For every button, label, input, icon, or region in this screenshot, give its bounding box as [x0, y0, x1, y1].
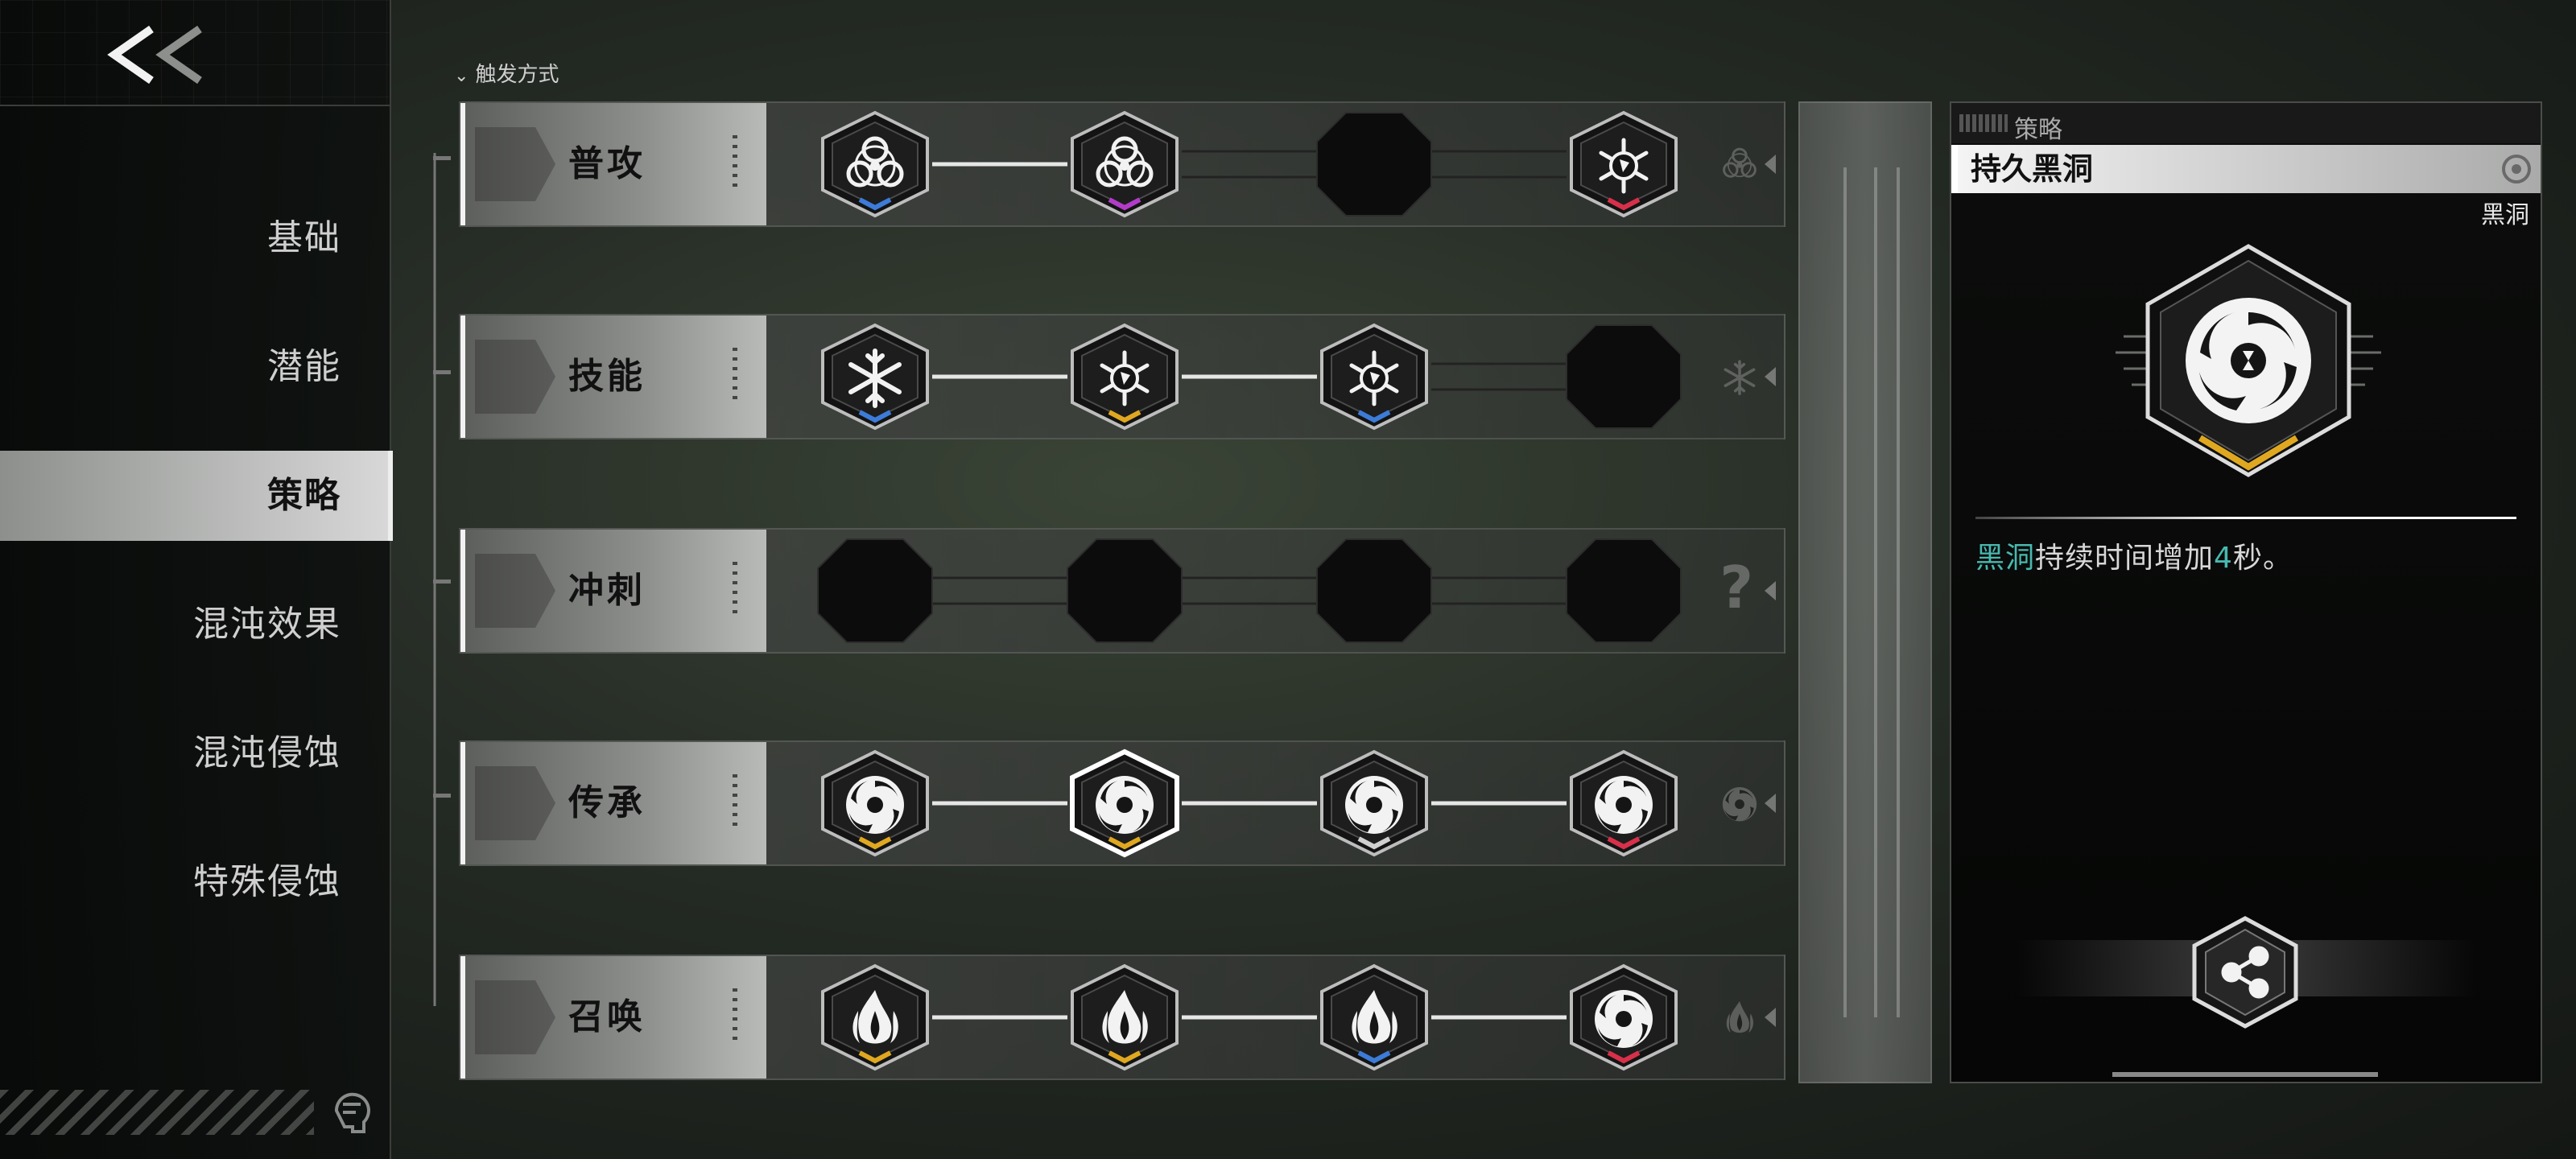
strategy-slot-vortex-icon[interactable] [815, 749, 935, 858]
row-label-tab[interactable]: 普攻 [460, 103, 766, 225]
share-button[interactable] [2185, 912, 2306, 1033]
strategy-slot-vortex-icon[interactable] [1064, 749, 1185, 858]
panel-header: 策略 [1951, 103, 2541, 144]
biohazard-icon [1703, 132, 1776, 196]
slot-track [815, 742, 1700, 864]
slot-connector-lines [932, 150, 1567, 179]
sidebar-nav: 基础 潜能 策略 混沌效果 混沌侵蚀 特殊侵蚀 [0, 193, 393, 966]
pixel-decoration [1959, 114, 2008, 132]
strategy-slot-vortex-icon[interactable] [1563, 963, 1684, 1072]
chat-head-icon[interactable] [330, 1087, 375, 1135]
empty-strategy-slot [1563, 322, 1684, 431]
row-label: 召唤 [568, 996, 646, 1037]
strategy-slot-vortex-icon[interactable] [1314, 749, 1435, 858]
strategy-title-bar: 持久黑洞 [1951, 145, 2541, 193]
hatch-decoration [0, 1090, 314, 1135]
description-suffix: 秒。 [2232, 542, 2293, 575]
vortex-icon [2502, 155, 2531, 184]
sidebar-item-chaos-effect[interactable]: 混沌效果 [193, 604, 341, 645]
row-label-tab[interactable]: 技能 [460, 316, 766, 438]
strategy-slot-biohazard-icon[interactable] [815, 109, 935, 219]
empty-strategy-slot [1314, 536, 1435, 645]
empty-strategy-slot [1563, 536, 1684, 645]
description-text: 持续时间增加 [2035, 542, 2215, 575]
sidebar-item-chaos-erosion[interactable]: 混沌侵蚀 [193, 732, 341, 773]
dots-decoration [733, 135, 737, 193]
sidebar-item-basic[interactable]: 基础 [267, 217, 341, 258]
empty-strategy-slot [1314, 109, 1435, 219]
row-label: 传承 [568, 782, 646, 823]
slot-track [815, 956, 1700, 1079]
strategy-row: 技能 [459, 314, 1785, 439]
divider-line [1975, 517, 2516, 519]
slot-connector-lines [932, 362, 1567, 391]
double-chevron-down-icon: ⌄ [454, 66, 469, 86]
description-number: 4 [2214, 542, 2233, 575]
strategy-slot-flame-icon[interactable] [1314, 963, 1435, 1072]
strategy-row: 传承 [459, 740, 1785, 866]
empty-strategy-slot [815, 536, 935, 645]
row-label: 技能 [568, 356, 646, 397]
black-hole-icon [2116, 244, 2381, 477]
row-arrow-decoration [475, 340, 555, 414]
dots-decoration [733, 988, 737, 1046]
row-connector-tree [433, 153, 451, 1006]
dots-decoration [733, 774, 737, 832]
slot-connector-lines [932, 576, 1567, 605]
snowflake-icon [1703, 344, 1776, 409]
column-divider [1798, 101, 1932, 1083]
panel-tag: 策略 [2014, 116, 2062, 144]
row-label-tab[interactable]: 传承 [460, 742, 766, 864]
sidebar-item-potential[interactable]: 潜能 [267, 346, 341, 387]
strategy-slot-flame-icon[interactable] [815, 963, 935, 1072]
vortex-icon [1703, 771, 1776, 835]
strategy-slot-snowflake-icon[interactable] [815, 322, 935, 431]
share-icon [2221, 946, 2269, 999]
sidebar: 基础 潜能 策略 混沌效果 混沌侵蚀 特殊侵蚀 [0, 0, 393, 1159]
row-label: 冲刺 [568, 570, 646, 611]
strategy-title: 持久黑洞 [1971, 151, 2094, 187]
strategy-slot-frost-icon[interactable] [1314, 322, 1435, 431]
row-label-tab[interactable]: 冲刺 [460, 530, 766, 652]
strategy-slot-frost-icon[interactable] [1563, 109, 1684, 219]
dots-decoration [733, 562, 737, 620]
row-arrow-decoration [475, 766, 555, 840]
empty-strategy-slot [1064, 536, 1185, 645]
slot-track [815, 316, 1700, 438]
sidebar-item-special-erosion[interactable]: 特殊侵蚀 [193, 861, 341, 902]
slot-track [815, 530, 1700, 652]
row-arrow-decoration [475, 127, 555, 201]
double-chevron-left-icon [107, 25, 202, 85]
strategy-row: 普攻 [459, 101, 1785, 227]
sidebar-item-strategy[interactable]: 策略 [0, 451, 393, 541]
trigger-title: ⌄ 触发方式 [454, 58, 559, 88]
strategy-row: 冲刺 ? [459, 528, 1785, 654]
strategy-description: 黑洞持续时间增加4秒。 [1975, 534, 2293, 576]
strategy-slot-biohazard-icon[interactable] [1064, 109, 1185, 219]
strategy-slot-frost-icon[interactable] [1064, 322, 1185, 431]
flame-icon [1703, 985, 1776, 1050]
slot-track [815, 103, 1700, 225]
slot-connector-lines [932, 1015, 1567, 1020]
strategy-slot-flame-icon[interactable] [1064, 963, 1185, 1072]
panel-bottom-line [2112, 1072, 2378, 1077]
row-label-tab[interactable]: 召唤 [460, 956, 766, 1079]
row-arrow-decoration [475, 554, 555, 628]
back-button[interactable] [0, 0, 390, 106]
trigger-title-text: 触发方式 [475, 63, 559, 87]
strategy-category: 黑洞 [2481, 201, 2529, 229]
row-label: 普攻 [568, 143, 646, 184]
strategy-row: 召唤 [459, 955, 1785, 1080]
slot-connector-lines [932, 801, 1567, 806]
question-icon: ? [1703, 554, 1776, 623]
row-arrow-decoration [475, 980, 555, 1054]
description-keyword: 黑洞 [1975, 542, 2036, 575]
strategy-detail-panel: 策略 持久黑洞 黑洞 黑洞持续时间增加4秒。 [1950, 101, 2542, 1083]
dots-decoration [733, 348, 737, 406]
strategy-slot-vortex-icon[interactable] [1563, 749, 1684, 858]
